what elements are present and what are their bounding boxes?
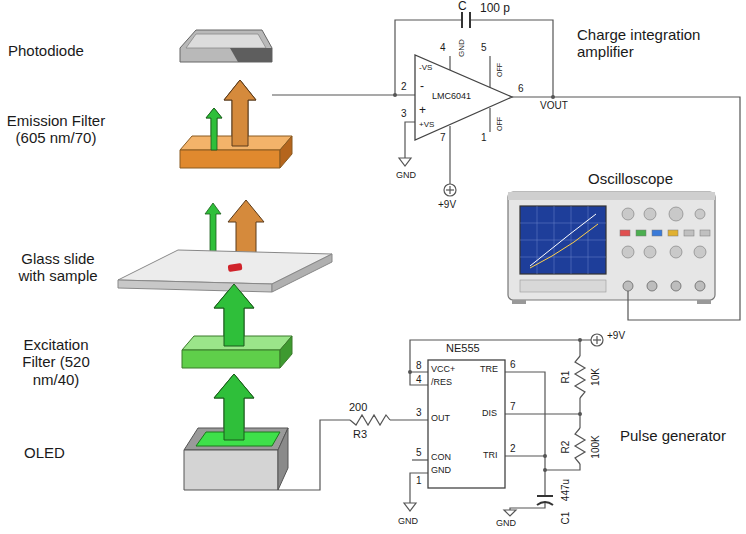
oled <box>184 374 288 490</box>
opamp-triangle: LMC6041 -VS - + +VS OFF OFF GND <box>413 38 515 146</box>
pin-number: 6 <box>518 83 524 95</box>
component-value: 100K <box>590 435 602 458</box>
pin-number: 5 <box>416 447 422 459</box>
ground-label: GND <box>396 170 416 180</box>
pin-name: GND <box>431 465 451 475</box>
component-name: C <box>458 0 467 14</box>
pin-name: CON <box>431 452 451 462</box>
part-label: Oscilloscope <box>588 170 673 187</box>
pin-number: 3 <box>401 108 407 120</box>
signal-name: VOUT <box>540 100 568 112</box>
supply-label: +9V <box>607 330 625 342</box>
pin-name: + <box>419 104 426 118</box>
pin-number: 7 <box>440 132 446 144</box>
pin-number: 4 <box>416 374 422 386</box>
pin-name: DIS <box>482 408 497 418</box>
pin-name: -VS <box>419 63 432 72</box>
pin-name: OFF <box>496 63 504 77</box>
pin-name: TRE <box>480 364 498 374</box>
pin-name: GND <box>457 39 466 57</box>
ground-label: GND <box>398 516 418 526</box>
sample <box>228 263 243 272</box>
part-label: Photodiode <box>8 42 84 59</box>
photodiode <box>180 30 272 62</box>
capacitor-symbol <box>462 12 470 28</box>
pin-number: 5 <box>481 42 487 54</box>
pin-name: LMC6041 <box>432 91 471 101</box>
part-label: Glass slide with sample <box>8 250 108 285</box>
pin-number: 7 <box>510 401 516 413</box>
pin-number: 1 <box>481 132 487 144</box>
pin-number: 6 <box>510 359 516 371</box>
pin-name: - <box>420 80 424 94</box>
pin-number: 1 <box>416 475 422 487</box>
oscilloscope <box>508 192 715 304</box>
pin-name: OUT <box>431 413 450 423</box>
excitation-filter <box>182 284 292 368</box>
wires <box>272 20 740 510</box>
pin-number: 2 <box>510 443 516 455</box>
component-value: 447u <box>560 479 572 501</box>
pin-name: OFF <box>496 117 504 131</box>
supply-plus <box>446 186 601 344</box>
pin-name: TRI <box>483 450 498 460</box>
part-label: Emission Filter (605 nm/70) <box>6 112 106 147</box>
pin-number: 4 <box>440 42 446 54</box>
component-name: R3 <box>353 428 367 441</box>
emission-filter <box>180 80 292 168</box>
component-name: C1 <box>560 512 572 525</box>
ground-label: GND <box>496 518 516 528</box>
pin-number: 3 <box>416 407 422 419</box>
component-value: 200 <box>349 401 367 414</box>
pin-name: +VS <box>419 120 434 129</box>
pin-name: NE555 <box>446 342 480 355</box>
pin-name: VCC+ <box>431 364 455 374</box>
ic-555-box: NE555VCC+ /RES TRE OUT DIS CON GND TRI <box>425 342 509 490</box>
part-label: OLED <box>24 444 65 461</box>
component-value: 100 p <box>480 2 510 16</box>
component-name: R1 <box>560 371 572 384</box>
junction-dots <box>393 93 582 472</box>
component-value: 10K <box>590 368 602 386</box>
ground-symbol <box>399 158 516 516</box>
part-label: Pulse generator <box>620 427 726 444</box>
supply-label: +9V <box>438 199 456 211</box>
pin-number: 8 <box>416 360 422 372</box>
glass-slide <box>118 250 332 292</box>
pin-number: 2 <box>401 81 407 93</box>
supply-symbol <box>444 184 603 346</box>
pin-name: /RES <box>431 377 452 387</box>
component-name: R2 <box>560 441 572 454</box>
part-label: Excitation Filter (520 nm/40) <box>6 336 106 388</box>
capacitor-symbol <box>537 496 553 505</box>
part-label: Charge integration amplifier <box>577 26 737 61</box>
